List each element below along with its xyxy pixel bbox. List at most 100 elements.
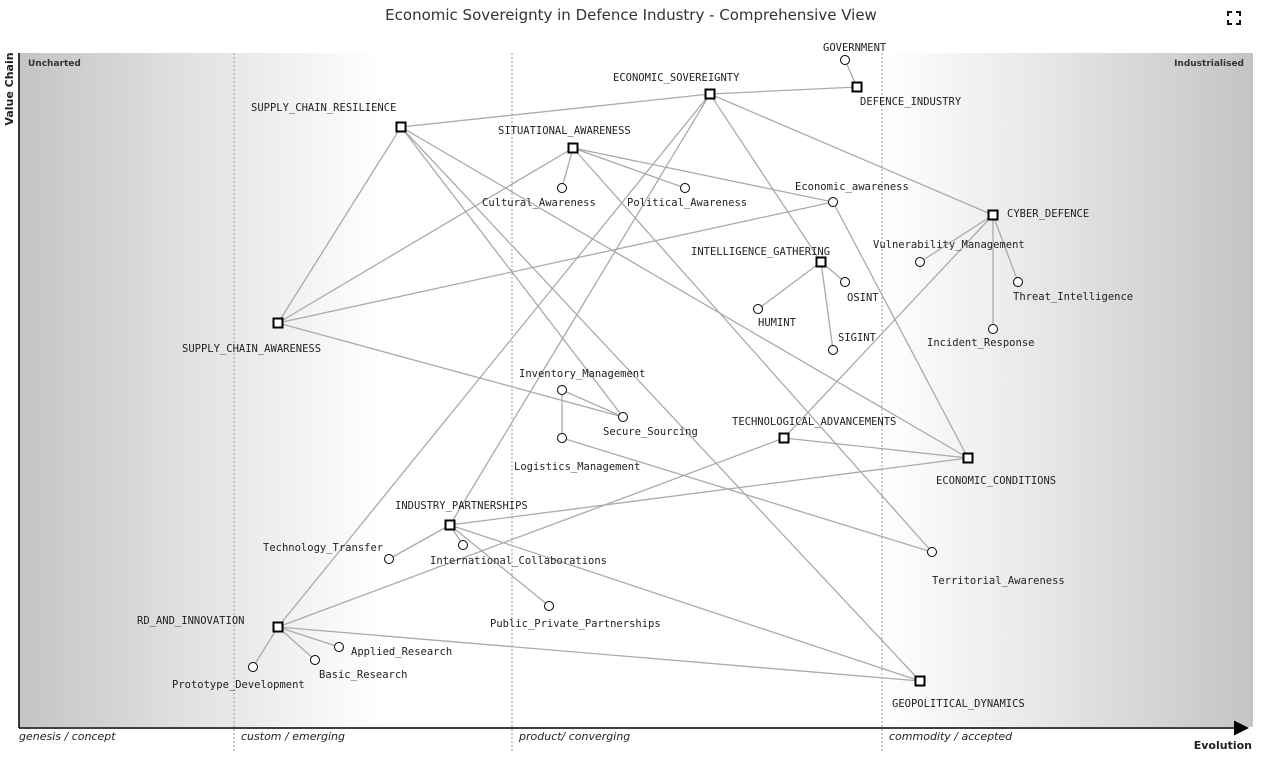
link-ig-humint	[757, 261, 822, 310]
component-circle-marker[interactable]	[988, 324, 998, 334]
component-label: Secure_Sourcing	[603, 426, 698, 438]
component-es[interactable]: ECONOMIC_SOVEREIGNTY	[613, 72, 740, 100]
component-label: Technology_Transfer	[263, 542, 383, 554]
component-square-marker[interactable]	[778, 432, 790, 444]
component-sca[interactable]: SUPPLY_CHAIN_AWARENESS	[182, 317, 321, 356]
link-ip-gd	[449, 524, 921, 682]
component-circle-marker[interactable]	[384, 554, 394, 564]
component-circle-marker[interactable]	[310, 655, 320, 665]
component-circle-marker[interactable]	[248, 662, 258, 672]
component-circle-marker[interactable]	[1013, 277, 1023, 287]
component-circle-marker[interactable]	[618, 412, 628, 422]
component-square-marker[interactable]	[272, 621, 284, 633]
link-rdi-br	[277, 626, 316, 661]
component-scr[interactable]: SUPPLY_CHAIN_RESILIENCE	[251, 102, 407, 133]
component-label: ECONOMIC_CONDITIONS	[936, 475, 1056, 487]
link-rdi-gd	[277, 626, 921, 682]
component-circle-marker[interactable]	[458, 540, 468, 550]
component-im[interactable]: Inventory_Management	[519, 368, 645, 395]
component-ec[interactable]: ECONOMIC_CONDITIONS	[936, 452, 1056, 488]
component-label: CYBER_DEFENCE	[1007, 208, 1089, 220]
component-ig[interactable]: INTELLIGENCE_GATHERING	[691, 246, 830, 268]
component-tt[interactable]: Technology_Transfer	[263, 542, 394, 564]
component-square-marker[interactable]	[851, 81, 863, 93]
component-ar[interactable]: Applied_Research	[334, 642, 453, 659]
component-label: Logistics_Management	[514, 461, 640, 473]
component-cd[interactable]: CYBER_DEFENCE	[987, 208, 1090, 221]
component-square-marker[interactable]	[815, 256, 827, 268]
component-square-marker[interactable]	[395, 121, 407, 133]
component-ca[interactable]: Cultural_Awareness	[482, 183, 596, 210]
component-gov[interactable]: GOVERNMENT	[823, 42, 887, 65]
component-label: Applied_Research	[351, 646, 452, 658]
link-sca-ss	[277, 322, 624, 418]
component-circle-marker[interactable]	[840, 55, 850, 65]
component-square-marker[interactable]	[272, 317, 284, 329]
component-ti[interactable]: Threat_Intelligence	[1013, 277, 1133, 304]
uncharted-zone	[19, 53, 381, 727]
component-label: SUPPLY_CHAIN_RESILIENCE	[251, 102, 396, 114]
component-circle-marker[interactable]	[680, 183, 690, 193]
component-circle-marker[interactable]	[828, 197, 838, 207]
component-label: Cultural_Awareness	[482, 197, 596, 209]
component-pd[interactable]: Prototype_Development	[172, 662, 305, 692]
component-circle-marker[interactable]	[557, 385, 567, 395]
component-ta[interactable]: TECHNOLOGICAL_ADVANCEMENTS	[732, 416, 896, 444]
component-ic[interactable]: International_Collaborations	[430, 540, 607, 568]
component-circle-marker[interactable]	[557, 433, 567, 443]
component-ss[interactable]: Secure_Sourcing	[603, 412, 698, 439]
component-square-marker[interactable]	[444, 519, 456, 531]
component-square-marker[interactable]	[704, 88, 716, 100]
link-sa-pa	[572, 147, 686, 189]
component-terr[interactable]: Territorial_Awareness	[927, 547, 1065, 588]
link-es-scr	[400, 93, 711, 128]
component-circle-marker[interactable]	[840, 277, 850, 287]
link-ta-ec	[783, 437, 969, 459]
component-lm[interactable]: Logistics_Management	[514, 433, 640, 474]
component-label: Political_Awareness	[627, 197, 747, 209]
map-title: Economic Sovereignty in Defence Industry…	[385, 6, 877, 24]
component-humint[interactable]: HUMINT	[753, 304, 797, 330]
component-pa[interactable]: Political_Awareness	[627, 183, 747, 210]
component-circle-marker[interactable]	[927, 547, 937, 557]
component-circle-marker[interactable]	[334, 642, 344, 652]
component-circle-marker[interactable]	[753, 304, 763, 314]
component-sa[interactable]: SITUATIONAL_AWARENESS	[498, 125, 631, 154]
component-square-marker[interactable]	[987, 209, 999, 221]
component-square-marker[interactable]	[962, 452, 974, 464]
link-sa-sca	[277, 147, 574, 324]
stage-product: product/ converging	[518, 730, 630, 743]
component-rdi[interactable]: RD_AND_INNOVATION	[137, 615, 284, 633]
link-lm-terr	[561, 437, 933, 553]
component-circle-marker[interactable]	[557, 183, 567, 193]
component-square-marker[interactable]	[914, 675, 926, 687]
stage-dividers	[233, 53, 883, 752]
component-label: HUMINT	[758, 317, 797, 329]
component-ip[interactable]: INDUSTRY_PARTNERSHIPS	[395, 500, 528, 531]
industrialised-zone	[882, 53, 1253, 727]
component-label: OSINT	[847, 292, 879, 304]
component-gd[interactable]: GEOPOLITICAL_DYNAMICS	[892, 675, 1025, 711]
component-circle-marker[interactable]	[544, 601, 554, 611]
component-di[interactable]: DEFENCE_INDUSTRY	[851, 81, 962, 109]
component-ppp[interactable]: Public_Private_Partnerships	[490, 601, 661, 631]
component-square-marker[interactable]	[567, 142, 579, 154]
link-es-cd	[709, 93, 994, 216]
component-circle-marker[interactable]	[828, 345, 838, 355]
link-ip-ec	[449, 457, 969, 526]
y-axis-label: Value Chain	[3, 52, 16, 125]
component-sigint[interactable]: SIGINT	[828, 332, 877, 355]
fullscreen-icon[interactable]	[1224, 8, 1244, 28]
component-ir[interactable]: Incident_Response	[927, 324, 1034, 350]
component-label: INDUSTRY_PARTNERSHIPS	[395, 500, 528, 512]
component-br[interactable]: Basic_Research	[310, 655, 408, 682]
component-circle-marker[interactable]	[915, 257, 925, 267]
component-label: GOVERNMENT	[823, 42, 887, 54]
link-sa-terr	[572, 147, 933, 553]
component-vm[interactable]: Vulnerability_Management	[873, 239, 1025, 267]
link-rdi-ar	[277, 626, 340, 648]
component-osint[interactable]: OSINT	[840, 277, 880, 305]
link-es-di	[709, 86, 858, 95]
component-ea[interactable]: Economic_awareness	[795, 181, 909, 207]
